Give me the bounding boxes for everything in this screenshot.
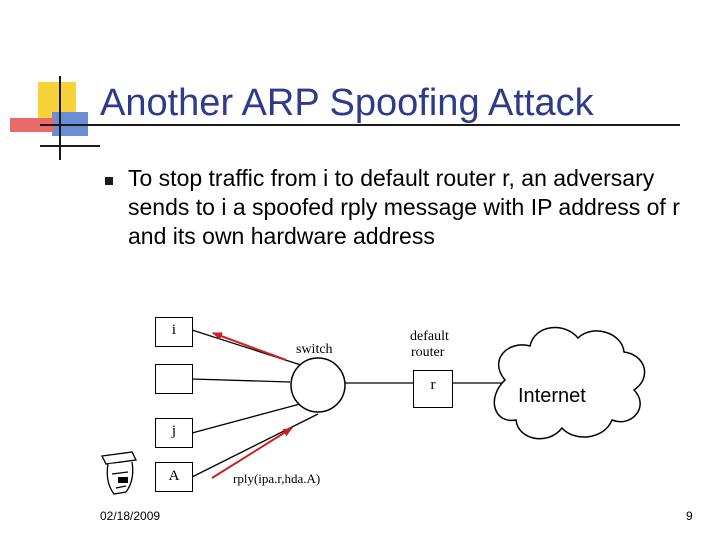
- host-a-label: A: [168, 468, 180, 484]
- adversary-icon: [101, 451, 137, 495]
- spoof-arrow-to-i: [212, 332, 287, 361]
- wire-a-switch: [191, 413, 319, 478]
- host-a-box: A: [155, 462, 193, 492]
- internet-cloud: [493, 326, 646, 440]
- host-j-box: j: [155, 418, 193, 448]
- slide-title: Another ARP Spoofing Attack: [100, 82, 594, 124]
- router-label-line2: router: [411, 345, 445, 360]
- host-j-label: j: [171, 423, 177, 439]
- page-number: 9: [686, 509, 693, 523]
- spoof-arrow-from-a: [211, 427, 293, 479]
- router-r-label: r: [430, 377, 436, 393]
- host-i-label: i: [171, 322, 177, 338]
- title-divider: [40, 124, 680, 126]
- footer-date: 02/18/2009: [100, 509, 161, 523]
- router-r-box: r: [413, 370, 453, 408]
- wire-j-switch: [191, 403, 301, 434]
- wire-blank-switch: [191, 378, 291, 383]
- internet-label: Internet: [518, 385, 586, 407]
- spoof-message-label: rply(ipa.r,hda.A): [233, 471, 321, 486]
- host-i-box: i: [155, 317, 193, 347]
- host-blank-box: [155, 364, 193, 394]
- switch-node: [290, 357, 346, 413]
- bullet-marker: [105, 177, 113, 185]
- switch-label: switch: [296, 342, 333, 357]
- bullet-text: To stop traffic from i to default router…: [128, 165, 680, 249]
- wire-i-switch: [191, 329, 305, 367]
- router-label-line1: default: [410, 329, 449, 344]
